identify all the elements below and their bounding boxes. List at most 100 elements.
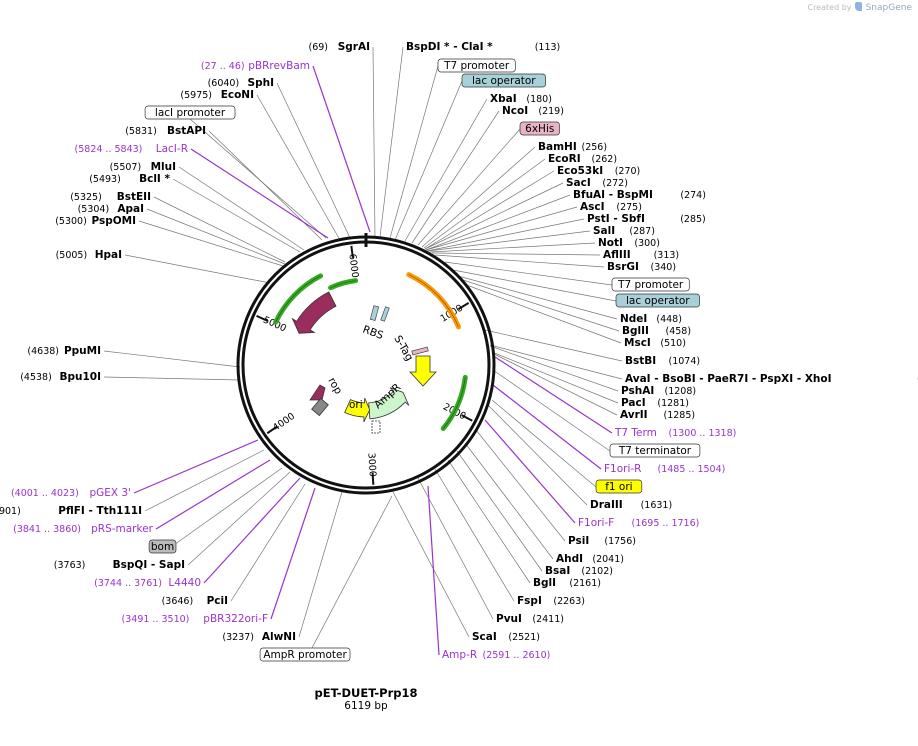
site-name: SphI	[248, 77, 274, 89]
site-position: (300)	[634, 238, 660, 249]
site-name: pBRrevBam	[248, 60, 310, 72]
connector-line	[489, 345, 619, 392]
feature-box-label: lac operator	[472, 75, 536, 87]
site-position: (2041)	[592, 554, 624, 565]
right-label-39: ScaI(2521)	[472, 631, 540, 643]
site-position: (6040)	[208, 78, 240, 89]
connector-line	[190, 148, 329, 239]
tick-label: 3000	[365, 452, 377, 477]
feature-box	[519, 121, 560, 136]
site-position: (219)	[538, 106, 564, 117]
connector-line	[146, 208, 286, 265]
ampr-promoter-marker	[371, 420, 381, 434]
feature-STag-label: S-Tag	[391, 334, 415, 364]
site-position: (2263)	[553, 596, 585, 607]
feature-ori-label: ori	[349, 399, 363, 411]
site-position: (69)	[308, 42, 328, 53]
right-label-22: BstBI(1074)	[625, 355, 700, 367]
connector-line	[138, 220, 284, 267]
left-label-17: pRS-marker(3841 .. 3860)	[13, 523, 154, 535]
tick-mark	[256, 314, 268, 322]
right-label-26: AvrII(1285)	[620, 409, 695, 421]
site-position: (5005)	[56, 250, 88, 261]
site-position: (1300 .. 1318)	[669, 428, 737, 439]
connector-line	[153, 196, 286, 263]
feature-box	[144, 105, 236, 120]
site-name: BamHI	[538, 141, 577, 153]
connector-line	[379, 46, 404, 238]
connector-line	[133, 439, 259, 494]
site-name: XbaI	[490, 93, 517, 105]
left-label-4: lacI promoter	[144, 105, 236, 120]
site-name: Eco53kI	[557, 165, 603, 177]
right-label-10: BfuAI - BspMI(274)	[573, 189, 706, 201]
site-position: (5824 .. 5843)	[75, 144, 143, 155]
right-label-40: Amp-R(2591 .. 2610)	[442, 649, 550, 661]
connector-line	[431, 252, 601, 256]
connector-line	[434, 468, 515, 602]
site-position: (2411)	[532, 614, 564, 625]
right-label-9: SacI(272)	[566, 177, 628, 189]
site-name: BstBI	[625, 355, 656, 367]
site-name: BstEII	[117, 191, 151, 203]
right-label-20: BglII(458)	[622, 325, 691, 337]
right-label-5: 6xHis	[519, 121, 560, 136]
site-name: AlwNI	[262, 631, 296, 643]
right-label-35: BsaI(2102)	[545, 565, 613, 577]
site-name: BspQI - SapI	[113, 559, 185, 571]
plasmid-title: pET-DUET-Prp18 6119 bp	[314, 686, 417, 712]
right-label-18: lac operator	[615, 293, 700, 308]
site-position: (27 .. 46)	[201, 61, 245, 72]
left-label-3: EcoNI(5975)	[180, 89, 254, 101]
left-label-8: BclI *(5493)	[89, 173, 170, 185]
site-position: (1281)	[657, 398, 689, 409]
tick-mark	[266, 425, 278, 435]
connector-line	[276, 82, 351, 239]
lac-operator-marker	[369, 305, 380, 321]
left-label-20: L4440(3744 .. 3761)	[94, 577, 201, 589]
site-name: Bpu10I	[59, 371, 101, 383]
site-name: FspI	[517, 595, 542, 607]
orientation-arrow-lacI-outline	[275, 275, 321, 323]
connector-line	[447, 459, 531, 584]
site-name: DraIII	[590, 499, 623, 511]
site-position: (448)	[656, 314, 682, 325]
site-name: pBR322ori-F	[203, 613, 268, 625]
tick-label: 4000	[271, 411, 297, 434]
site-position: (4638)	[27, 346, 59, 357]
feature-box-label: T7 terminator	[618, 445, 692, 457]
connector-line	[162, 467, 283, 554]
orientation-arrow-AmpR-outline	[443, 377, 466, 429]
site-position: (287)	[629, 226, 655, 237]
site-name: AvaI - BsoBI - PaeR7I - PspXI - XhoI	[625, 373, 832, 385]
site-name: SgrAI	[338, 41, 370, 53]
connector-line	[492, 384, 602, 470]
right-label-13: SalI(287)	[593, 225, 655, 237]
site-name: PacI	[621, 397, 646, 409]
site-position: (4001 .. 4023)	[11, 488, 79, 499]
site-position: (262)	[592, 154, 618, 165]
connector-line	[475, 429, 566, 542]
site-name: PstI - SbfI	[587, 213, 645, 225]
tick-mark	[457, 302, 470, 310]
right-label-33: PsiI(1756)	[568, 535, 636, 547]
site-name: AvrII	[620, 409, 648, 421]
connector-line	[103, 376, 241, 381]
connector-line	[230, 483, 306, 602]
snapgene-brand: Created by SnapGene	[807, 2, 912, 13]
connector-line	[187, 471, 291, 566]
site-position: (274)	[680, 190, 706, 201]
left-label-14: Bpu10I(4538)	[20, 371, 101, 383]
feature-box-label: lacI promoter	[155, 107, 226, 119]
tick-label: 6000	[346, 253, 360, 278]
left-label-24: AmpR promoter	[259, 647, 351, 662]
left-label-13: PpuMI(4638)	[27, 345, 101, 357]
connector-line	[421, 146, 536, 248]
site-name: L4440	[168, 577, 201, 589]
left-label-21: PciI(3646)	[162, 595, 228, 607]
connector-line	[492, 369, 611, 452]
feature-box	[595, 479, 643, 494]
his-tag-marker	[411, 346, 429, 356]
